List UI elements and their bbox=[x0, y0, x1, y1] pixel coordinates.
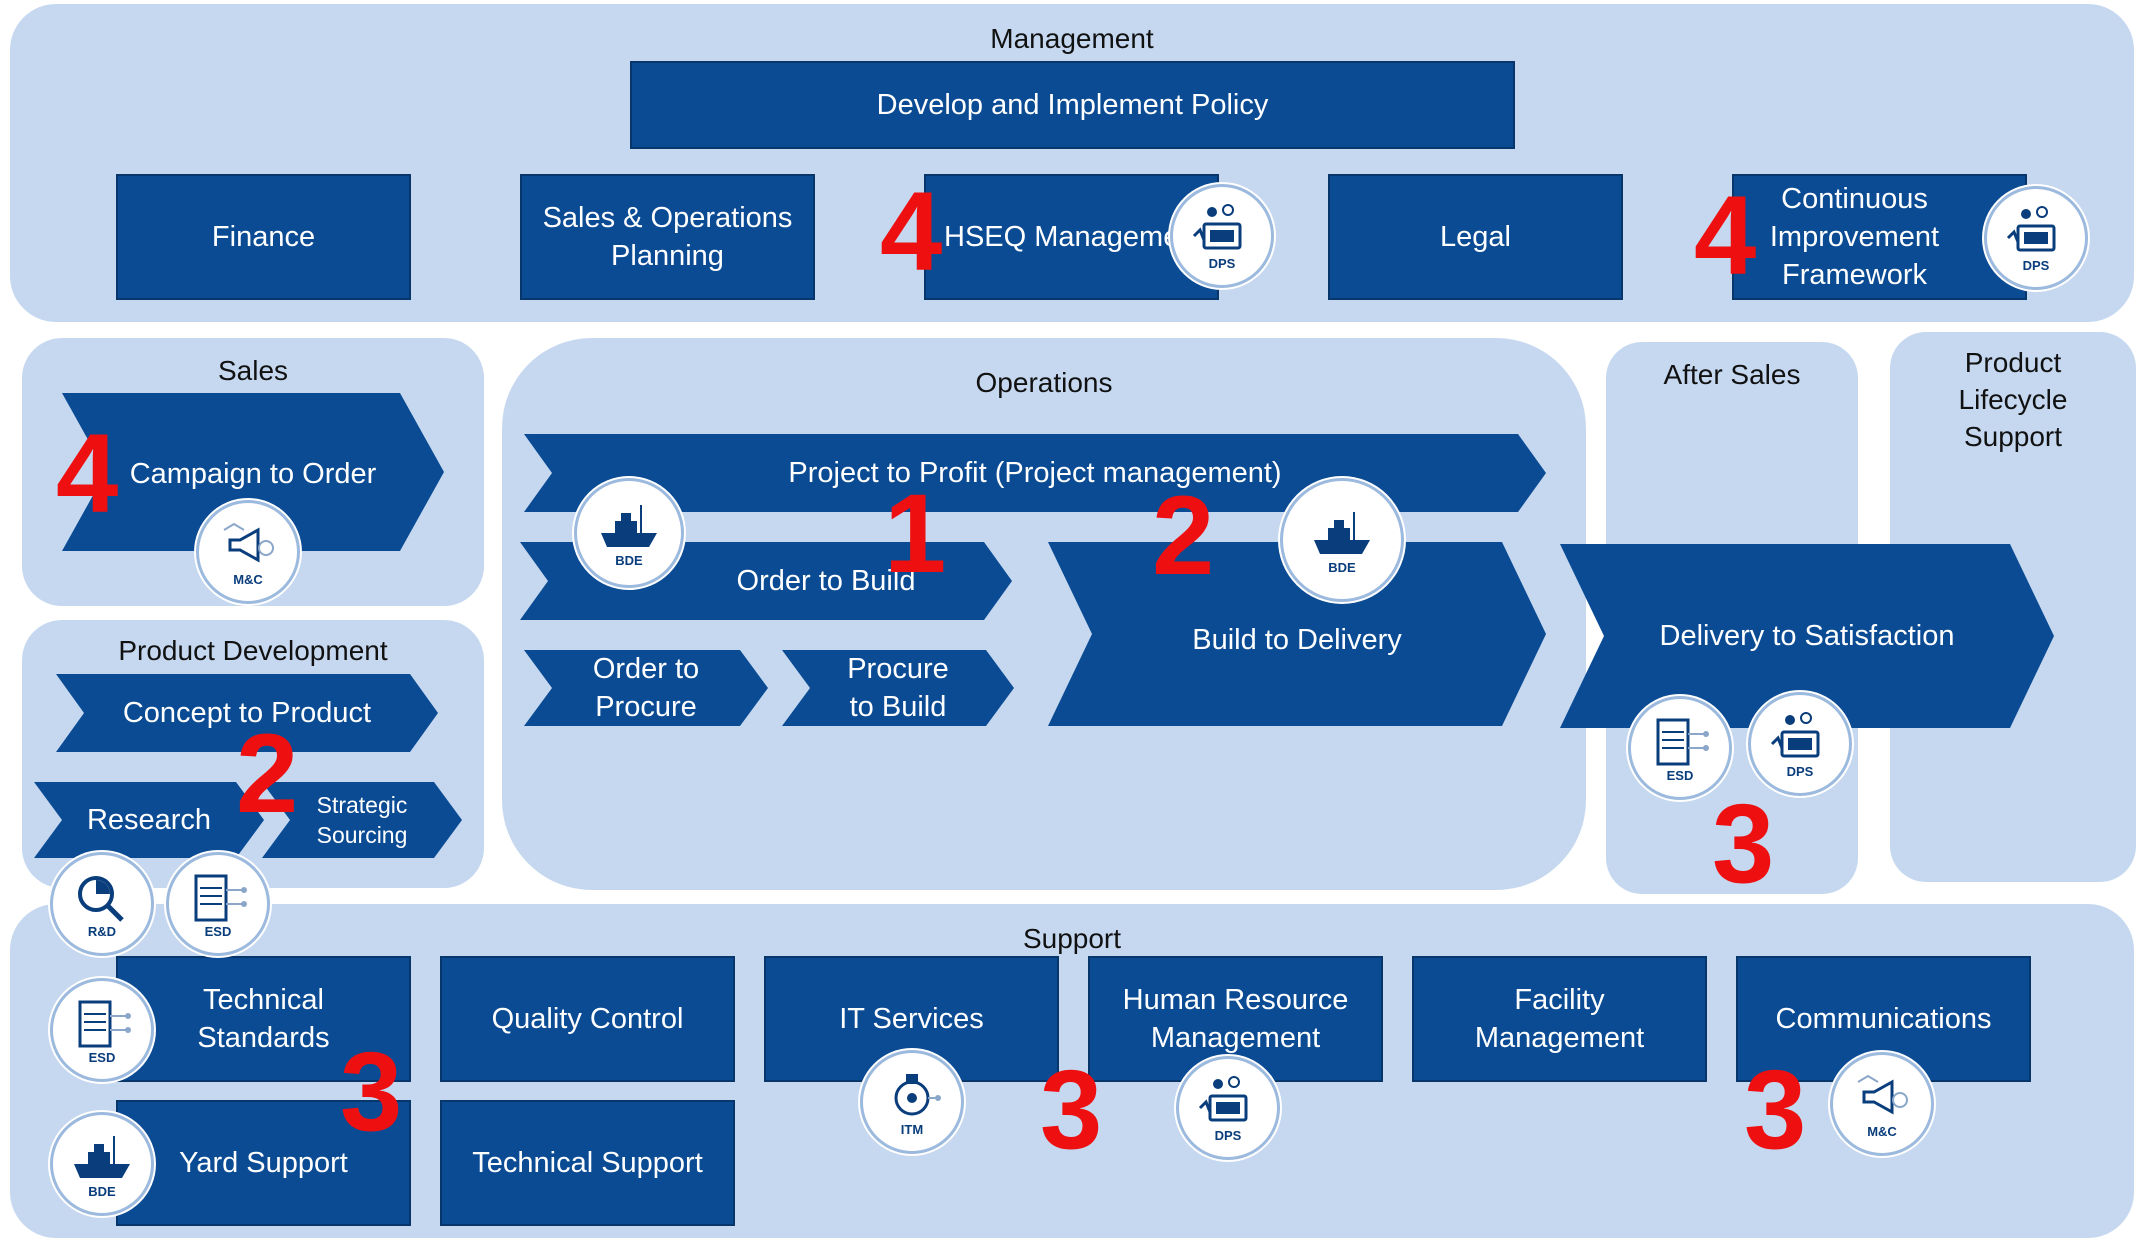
sales-title: Sales bbox=[217, 355, 289, 386]
priority-number-it-hr: 3 bbox=[1040, 1047, 1103, 1172]
strategic-sourcing-chevron[interactable]: Strategic Sourcing bbox=[262, 782, 462, 858]
priority-number-concept: 2 bbox=[236, 711, 299, 836]
mc-badge: M&C bbox=[196, 500, 300, 604]
dps-label: DPS bbox=[2022, 257, 2050, 273]
facility-management-box[interactable]: Facility Management bbox=[1412, 956, 1707, 1082]
document-circuit-icon bbox=[1656, 718, 1709, 765]
rd-badge: R&D bbox=[50, 852, 154, 956]
priority-number-order-to-build: 1 bbox=[884, 471, 947, 596]
itm-label: ITM bbox=[900, 1121, 924, 1137]
esd-label: ESD bbox=[88, 1049, 116, 1065]
bde-label: BDE bbox=[615, 552, 643, 568]
dps-badge: DPS bbox=[1748, 692, 1852, 796]
ship-icon bbox=[601, 504, 657, 547]
priority-number-hseq: 4 bbox=[880, 169, 943, 294]
order-to-build-chevron[interactable]: Order to Build bbox=[520, 542, 1012, 620]
dps-label: DPS bbox=[1214, 1127, 1242, 1143]
priority-number-technical-standards: 3 bbox=[340, 1029, 403, 1154]
it-network-icon bbox=[894, 1073, 941, 1115]
develop-policy-box[interactable]: Develop and Implement Policy bbox=[630, 61, 1515, 149]
digital-platform-icon bbox=[1192, 203, 1242, 249]
magnifier-chart-icon bbox=[78, 875, 124, 922]
bde-label: BDE bbox=[1328, 559, 1356, 575]
priority-number-cif: 4 bbox=[1694, 173, 1757, 298]
ship-icon bbox=[74, 1135, 130, 1178]
product-development-title: Product Development bbox=[118, 635, 388, 666]
rd-label: R&D bbox=[87, 923, 117, 939]
continuous-improvement-box[interactable]: Continuous Improvement Framework bbox=[1732, 174, 2027, 300]
esd-label: ESD bbox=[1666, 767, 1694, 783]
priority-number-campaign: 4 bbox=[56, 411, 119, 536]
esd-badge: ESD bbox=[1628, 696, 1732, 800]
document-circuit-icon bbox=[194, 874, 247, 921]
dps-label: DPS bbox=[1208, 255, 1236, 271]
project-to-profit-chevron[interactable]: Project to Profit (Project management) bbox=[524, 434, 1546, 512]
support-title: Support bbox=[1022, 923, 1122, 954]
mc-label: M&C bbox=[1867, 1123, 1897, 1139]
dps-badge: DPS bbox=[1984, 186, 2088, 290]
delivery-to-satisfaction-chevron[interactable]: Delivery to Satisfaction bbox=[1560, 544, 2054, 728]
hseq-management-box[interactable]: HSEQ Management bbox=[924, 174, 1219, 300]
digital-platform-icon bbox=[1770, 711, 1820, 757]
esd-badge: ESD bbox=[50, 978, 154, 1082]
megaphone-icon bbox=[1857, 1074, 1908, 1115]
procure-to-build-chevron[interactable]: Procure to Build bbox=[782, 650, 1014, 726]
megaphone-icon bbox=[223, 522, 274, 563]
bde-badge: BDE bbox=[574, 478, 684, 588]
mc-badge: M&C bbox=[1830, 1052, 1934, 1156]
it-services-box[interactable]: IT Services bbox=[764, 956, 1059, 1082]
priority-number-after-sales: 3 bbox=[1712, 781, 1775, 906]
dps-badge: DPS bbox=[1176, 1056, 1280, 1160]
research-chevron[interactable]: Research bbox=[34, 782, 264, 858]
order-to-procure-chevron[interactable]: Order to Procure bbox=[524, 650, 768, 726]
yard-support-box[interactable]: Yard Support bbox=[116, 1100, 411, 1226]
ship-icon bbox=[1314, 511, 1370, 554]
itm-badge: ITM bbox=[860, 1050, 964, 1154]
finance-box[interactable]: Finance bbox=[116, 174, 411, 300]
esd-label: ESD bbox=[204, 923, 232, 939]
legal-box[interactable]: Legal bbox=[1328, 174, 1623, 300]
bde-label: BDE bbox=[88, 1183, 116, 1199]
priority-number-build-to-delivery: 2 bbox=[1152, 473, 1215, 598]
document-circuit-icon bbox=[78, 1000, 131, 1047]
dps-badge: DPS bbox=[1170, 184, 1274, 288]
esd-badge: ESD bbox=[166, 852, 270, 956]
after-sales-title: After Sales bbox=[1663, 359, 1801, 390]
digital-platform-icon bbox=[1198, 1075, 1248, 1121]
operations-title: Operations bbox=[975, 367, 1113, 398]
priority-number-communications: 3 bbox=[1744, 1047, 1807, 1172]
mc-label: M&C bbox=[233, 571, 263, 587]
technical-support-box[interactable]: Technical Support bbox=[440, 1100, 735, 1226]
bde-badge: BDE bbox=[1280, 478, 1404, 602]
concept-to-product-chevron[interactable]: Concept to Product bbox=[56, 674, 438, 752]
sales-operations-planning-box[interactable]: Sales & Operations Planning bbox=[520, 174, 815, 300]
quality-control-box[interactable]: Quality Control bbox=[440, 956, 735, 1082]
digital-platform-icon bbox=[2006, 205, 2056, 251]
dps-label: DPS bbox=[1786, 763, 1814, 779]
management-title: Management bbox=[990, 23, 1154, 54]
bde-badge: BDE bbox=[50, 1112, 154, 1216]
product-lifecycle-title: Product Lifecycle Support bbox=[1958, 347, 2068, 452]
